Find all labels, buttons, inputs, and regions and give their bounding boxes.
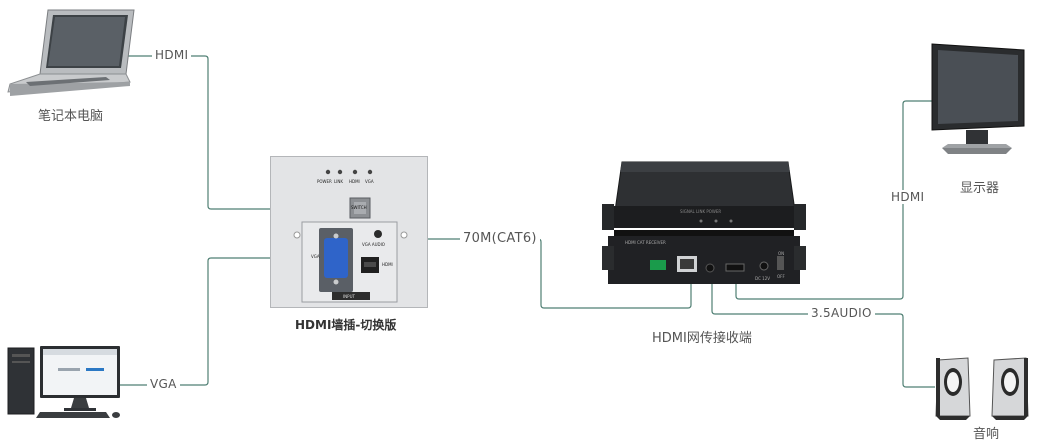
receiver-model-text: HDMI CAT RECEIVER [625, 240, 666, 245]
receiver-label: HDMI网传接收端 [652, 331, 752, 346]
wire-monitor-hdmi [735, 100, 938, 300]
dc-jack [759, 261, 769, 271]
vga-port-text: VGA [311, 254, 320, 259]
vga-audio-jack [374, 230, 382, 238]
receiver: SIGNAL LINK POWER HDMI CAT RECEIVER DC 1… [600, 160, 806, 288]
wire-audio [711, 282, 935, 388]
vga-audio-text: VGA AUDIO [362, 242, 385, 247]
dc-text: DC 12V [755, 276, 770, 281]
wire-pc-vga [120, 257, 272, 386]
hdmi-out-port [725, 263, 745, 272]
hdmi-port-text: HDMI [382, 262, 393, 267]
speakers-icon [935, 357, 1029, 420]
monitor-hdmi-label: HDMI [888, 190, 928, 204]
speakers-label: 音响 [973, 427, 1000, 442]
laptop-label: 笔记本电脑 [38, 109, 104, 124]
on-text: ON [778, 251, 785, 256]
audio-out-jack [705, 263, 715, 273]
power-led [325, 169, 331, 175]
switch-text: SWITCH [351, 205, 367, 210]
wallplate-label: HDMI墙插-切换版 [295, 318, 397, 332]
power-switch [777, 256, 784, 270]
input-text: INPUT [343, 294, 355, 299]
receiver-front-text: SIGNAL LINK POWER [680, 209, 722, 214]
terminal-block [650, 260, 666, 270]
off-text: OFF [777, 274, 785, 279]
laptop-icon [7, 9, 135, 96]
audio-label: 3.5AUDIO [808, 306, 875, 320]
laptop-hdmi-label: HDMI [152, 48, 192, 62]
link-led-text: LINK [334, 179, 344, 184]
wire-laptop-hdmi [120, 55, 272, 210]
speaker-right [991, 357, 1029, 420]
wire-cat6 [428, 238, 692, 309]
vga-led [367, 169, 373, 175]
hdmi-led [352, 169, 358, 175]
desktop-pc-icon [7, 346, 120, 418]
monitor-icon [931, 43, 1025, 154]
hdmi-led-text: HDMI [349, 179, 360, 184]
vga-led-text: VGA [365, 179, 374, 184]
wall-plate: POWER LINK HDMI VGA SWITCH VGA VGA AUDIO… [270, 156, 428, 308]
pc-vga-label: VGA [147, 377, 180, 391]
power-led-text: POWER [317, 179, 332, 184]
speaker-left [935, 357, 971, 420]
monitor-label: 显示器 [960, 181, 1000, 196]
link-led [337, 169, 343, 175]
cable-label: 70M(CAT6) [460, 231, 540, 246]
